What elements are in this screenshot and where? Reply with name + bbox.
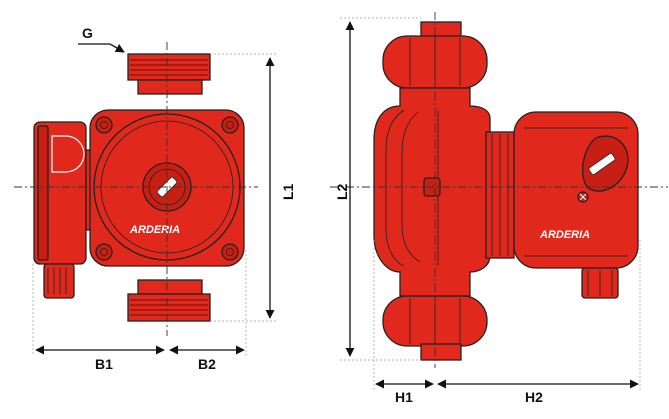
- dim-label-h2: H2: [525, 389, 543, 405]
- front-terminal-box: [33, 121, 99, 299]
- dim-label-b1: B1: [95, 356, 113, 372]
- side-brand-logo: ARDERIA: [539, 229, 590, 241]
- dim-label-h1: H1: [395, 389, 413, 405]
- bolt-icon: [95, 243, 113, 261]
- dim-label-l1: L1: [280, 183, 296, 200]
- dim-label-l2: L2: [334, 183, 350, 200]
- front-view: ARDERIA G L1 B1 B2: [14, 25, 296, 372]
- dim-arrow-g: [78, 43, 125, 53]
- bolt-icon: [221, 243, 239, 261]
- side-view: ARDERIA L2 H1 H2: [330, 12, 668, 405]
- dim-label-g: G: [82, 25, 93, 41]
- bolt-icon: [221, 116, 239, 134]
- front-bottom-thread: [127, 279, 211, 322]
- dim-label-b2: B2: [198, 356, 216, 372]
- bolt-icon: [95, 116, 113, 134]
- front-top-thread: [127, 53, 211, 95]
- side-pump-body: [373, 87, 491, 297]
- front-brand-logo: ARDERIA: [129, 224, 180, 236]
- side-motor-housing: ARDERIA: [485, 111, 639, 299]
